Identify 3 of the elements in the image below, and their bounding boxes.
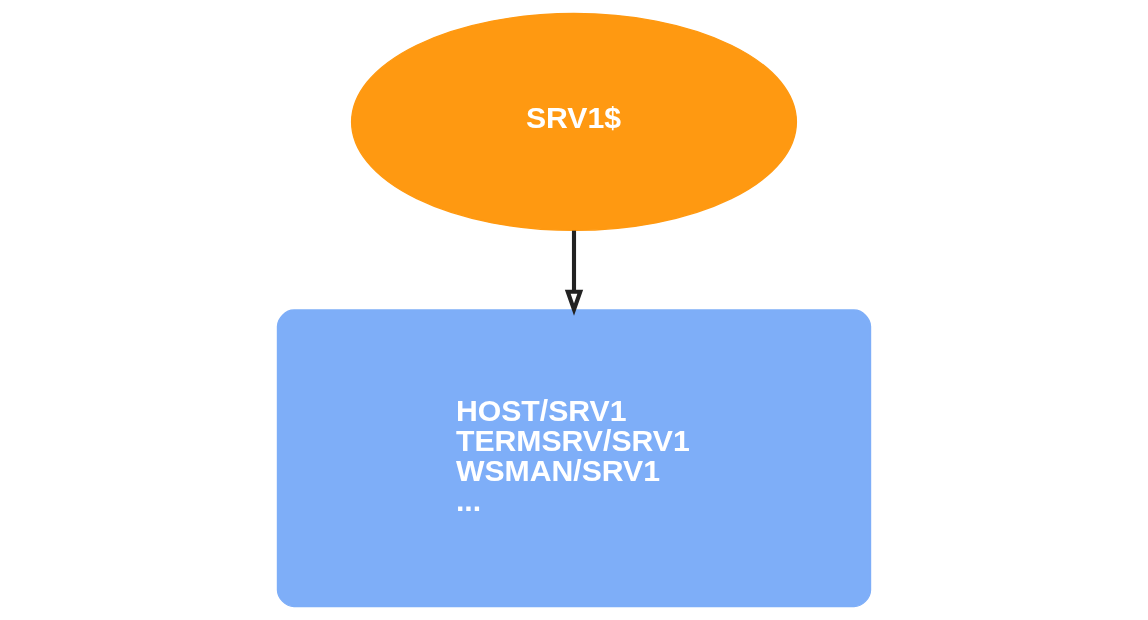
arrow (564, 230, 584, 316)
node-box: HOST/SRV1 TERMSRV/SRV1 WSMAN/SRV1 ... (276, 309, 872, 608)
node-ellipse: SRV1$ (350, 12, 798, 232)
